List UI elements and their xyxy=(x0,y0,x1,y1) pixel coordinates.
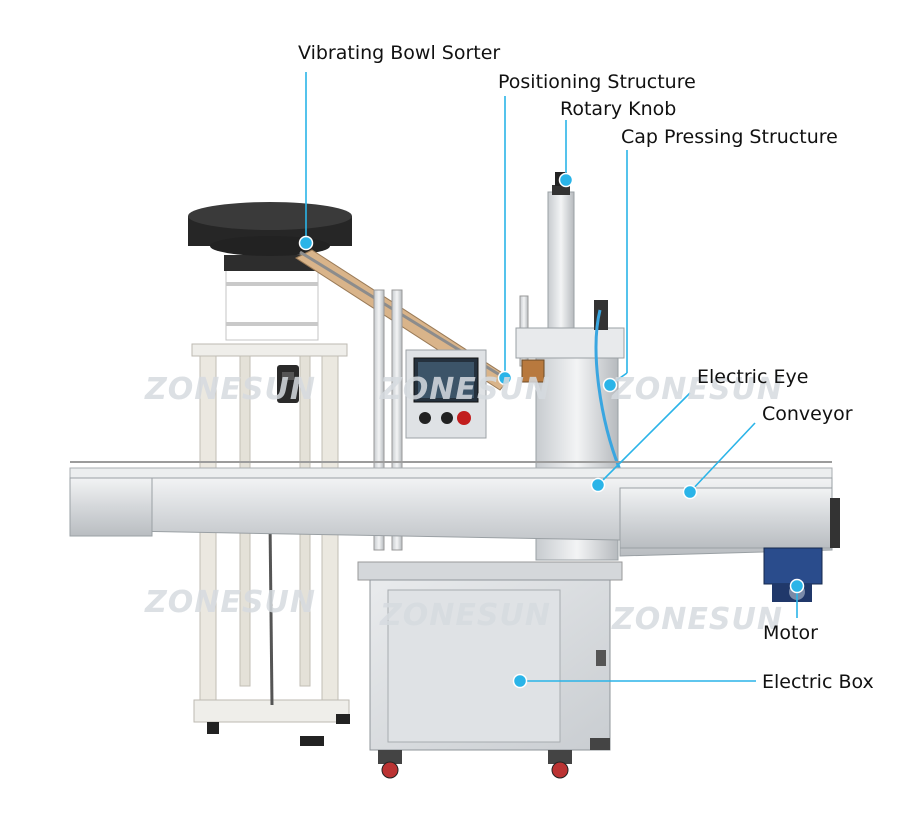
dot-electric-eye xyxy=(590,477,606,493)
dot-conveyor xyxy=(682,484,698,500)
watermark: ZONESUN xyxy=(145,585,316,620)
conveyor-motor xyxy=(763,547,823,602)
watermark: ZONESUN xyxy=(612,372,783,407)
label-positioning-structure: Positioning Structure xyxy=(498,71,696,93)
control-panel xyxy=(405,349,487,439)
dot-vibrating-bowl xyxy=(298,235,314,251)
dot-cap-pressing xyxy=(602,377,618,393)
watermark: ZONESUN xyxy=(380,372,551,407)
conveyor-frame xyxy=(69,461,840,557)
label-electric-box: Electric Box xyxy=(762,671,874,693)
watermark: ZONESUN xyxy=(145,372,316,407)
leader-conveyor xyxy=(689,422,756,493)
label-conveyor: Conveyor xyxy=(762,403,853,425)
dot-rotary-knob xyxy=(558,172,574,188)
dot-positioning xyxy=(497,370,513,386)
watermark: ZONESUN xyxy=(380,598,551,633)
label-vibrating-bowl-sorter: Vibrating Bowl Sorter xyxy=(298,42,501,64)
dot-motor xyxy=(789,578,805,594)
label-rotary-knob: Rotary Knob xyxy=(560,98,677,120)
label-cap-pressing-structure: Cap Pressing Structure xyxy=(621,126,838,148)
dot-electric-box xyxy=(512,673,528,689)
watermark: ZONESUN xyxy=(612,602,783,637)
leader-electric-eye xyxy=(597,392,691,486)
label-motor: Motor xyxy=(763,622,818,644)
label-electric-eye: Electric Eye xyxy=(697,366,809,388)
callout-leaders xyxy=(298,72,805,689)
electric-box-cabinet xyxy=(357,561,623,779)
